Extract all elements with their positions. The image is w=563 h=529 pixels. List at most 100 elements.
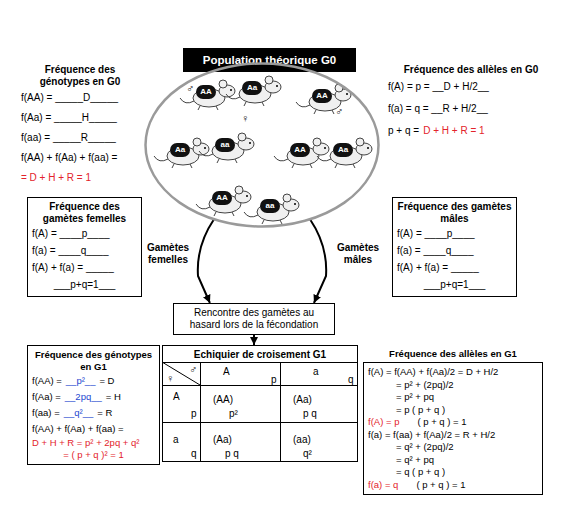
- node-text: D + H + R = p² + 2pq + q²: [32, 437, 139, 448]
- mouse-figure: [199, 133, 254, 163]
- text-line: f(a) = q( p + q ) = 1: [368, 479, 538, 492]
- allele-g1-box: Fréquence des allèles en G1f(A) = f(AA) …: [363, 362, 543, 495]
- fertilization-box: Rencontre des gamètes au hasard lors de …: [173, 303, 335, 335]
- edge-label: Gamètes mâles: [334, 242, 382, 266]
- text-line: f(a) = f(aa) + f(Aa)/2 = R + H/2: [368, 429, 538, 442]
- node-text: AA: [212, 191, 232, 205]
- node-text: a: [313, 366, 319, 378]
- node-text: q: [348, 374, 354, 386]
- female-gamete-box: Fréquence des gamètes femelles f(A) = ___…: [27, 197, 142, 297]
- node-text: = q² + pq: [396, 454, 434, 465]
- node-text: f(A) + f(a) = _____: [32, 262, 114, 273]
- node-heading: Fréquence des gamètes femelles: [43, 201, 126, 224]
- node-text: Echiquier de croisement G1: [163, 349, 357, 361]
- node-text: __p²__: [66, 375, 96, 386]
- text-line: Rencontre des gamètes au hasard lors de …: [178, 307, 330, 331]
- node-text: AA: [312, 89, 332, 103]
- text-line: Fréquence des gamètes mâles: [397, 201, 512, 225]
- text-line: f(A) = p = __D + H/2__: [388, 76, 554, 98]
- text-line: Fréquence des allèles en G0: [388, 64, 554, 76]
- node-text: ♀: [241, 112, 249, 124]
- node-heading: Fréquence des allèles en G0: [404, 64, 539, 75]
- node-text: f(A) = p: [368, 416, 399, 427]
- flow-arrow: [198, 219, 214, 303]
- text-line: f(a) = ____q____: [397, 242, 512, 259]
- node-text: f(a) = f(aa) + f(Aa)/2 = R + H/2: [368, 429, 495, 440]
- node-text: A: [173, 391, 180, 403]
- node-text: ( p + q ) = 1: [416, 479, 465, 490]
- text-line: D + H + R = p² + 2pq + q²: [32, 437, 155, 449]
- node-text: p q: [303, 408, 317, 420]
- text-line: Fréquence des génotypes en G0: [21, 64, 139, 88]
- node-text: aa: [215, 138, 235, 152]
- text-line: f(aa) = __q²__= R: [32, 405, 155, 421]
- node-heading: Fréquence des génotypes en G1: [35, 349, 152, 372]
- node-text: AA: [290, 143, 310, 157]
- node-text: (Aa): [213, 434, 232, 446]
- text-line: Fréquence des génotypes en G1: [32, 349, 155, 373]
- node-text: AA: [196, 85, 216, 99]
- text-line: = q² + pq: [368, 454, 538, 467]
- node-text: Aa: [170, 143, 190, 157]
- node-text: A: [223, 366, 230, 378]
- node-text: __q²__: [64, 407, 94, 418]
- text-line: f(A) = f(AA) + f(Aa)/2 = D + H/2: [368, 366, 538, 379]
- node-text: ( p + q ) = 1: [417, 416, 466, 427]
- text-line: f(AA) = _____D_____: [21, 88, 139, 108]
- node-text: q: [191, 448, 197, 460]
- node-text: aa: [260, 199, 280, 213]
- mouse-figure: [226, 76, 281, 106]
- node-text: f(aa) =: [32, 407, 60, 418]
- mouse-figure: [317, 138, 372, 168]
- population-ellipse: AAAaAAAaaaAAAaAAaa♂♂♀: [144, 62, 380, 228]
- punnett-square: Echiquier de croisement G1♀♂ApaqAp(AA)p²…: [162, 345, 358, 462]
- node-text: f(A) = ____p____: [32, 228, 110, 239]
- node-text: = R: [97, 407, 112, 418]
- text-line: f(aa) = _____R_____: [21, 128, 139, 148]
- node-text: p: [271, 374, 277, 386]
- node-text: = D + H + R = 1: [21, 172, 91, 183]
- mouse-figure: [274, 138, 329, 168]
- text-line: = q ( p + q ): [368, 466, 538, 479]
- text-line: f(AA) + f(Aa) + f(aa) =: [32, 421, 155, 437]
- text-line: f(a) = ____q____: [32, 242, 137, 259]
- node-text: f(AA) + f(Aa) + f(aa) =: [21, 152, 117, 163]
- node-text: f(AA) + f(Aa) + f(aa) =: [32, 423, 124, 434]
- allele-g0-group: Fréquence des allèles en G0f(A) = p = __…: [385, 62, 557, 144]
- node-heading: Rencontre des gamètes au hasard lors de …: [190, 307, 318, 330]
- node-text: f(a) = q = __R + H/2__: [388, 103, 488, 114]
- node-text: f(Aa) = _____H_____: [21, 112, 117, 123]
- node-text: = p² + pq: [396, 391, 434, 402]
- node-text: (aa): [293, 434, 311, 446]
- node-text: p: [191, 408, 197, 420]
- node-text: q²: [303, 448, 312, 460]
- node-text: D + H + R = 1: [423, 125, 484, 136]
- text-line: ___p+q=1___: [32, 276, 137, 293]
- node-heading: Fréquence des gamètes mâles: [398, 201, 512, 224]
- flow-arrow: [310, 219, 326, 303]
- mouse-figure: [196, 186, 251, 216]
- node-text: = q ( p + q ): [396, 466, 445, 477]
- title-box: Population théorique G0: [183, 48, 356, 72]
- node-text: f(a) = ____q____: [32, 245, 108, 256]
- text-line: f(AA) + f(Aa) + f(aa) =: [21, 148, 139, 168]
- table-grid: [162, 362, 358, 462]
- node-text: ___p+q=1___: [424, 279, 486, 290]
- node-text: = p ( p + q ): [396, 404, 445, 415]
- node-text: f(A) = f(AA) + f(Aa)/2 = D + H/2: [368, 366, 498, 377]
- node-text: ♀: [166, 372, 174, 384]
- node-heading: Fréquence des allèles en G1: [364, 348, 542, 360]
- text-line: f(AA) =__p²__= D: [32, 373, 155, 389]
- text-line: f(Aa) = _____H_____: [21, 108, 139, 128]
- edge-label: Gamètes femelles: [144, 242, 192, 266]
- node-text: f(AA) =: [32, 375, 62, 386]
- node-text: f(A) = ____p____: [397, 228, 475, 239]
- genotype-g0-group: Fréquence des génotypes en G0f(AA) = ___…: [18, 62, 142, 190]
- node-text: p²: [229, 408, 238, 420]
- text-line: p + q =D + H + R = 1: [388, 120, 554, 142]
- text-line: f(a) = q = __R + H/2__: [388, 98, 554, 120]
- node-text: Aa: [333, 143, 353, 157]
- node-text: __2pq__: [65, 391, 102, 402]
- node-text: f(aa) = _____R_____: [21, 132, 116, 143]
